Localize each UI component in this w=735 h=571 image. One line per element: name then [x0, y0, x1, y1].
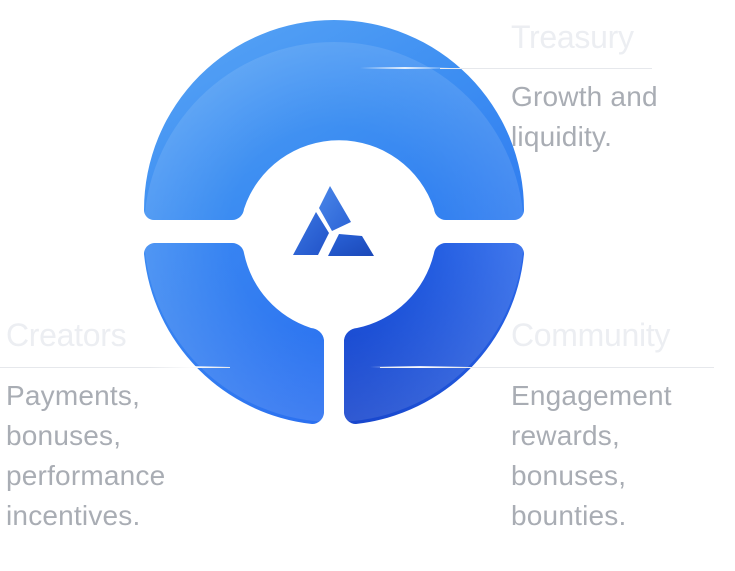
- treasury-description: Growth and liquidity.: [511, 77, 658, 157]
- creators-description-line: performance: [6, 460, 166, 491]
- creators-divider: [0, 367, 230, 368]
- community-divider: [380, 367, 714, 368]
- treasury-description-line: Growth and: [511, 81, 658, 112]
- creators-description-line: incentives.: [6, 500, 141, 531]
- creators-description-line: Payments,: [6, 380, 141, 411]
- community-description-line: bounties.: [511, 500, 627, 531]
- community-description-line: Engagement: [511, 380, 672, 411]
- creators-description-line: bonuses,: [6, 420, 122, 451]
- creators-title: Creators: [6, 317, 127, 353]
- treasury-title: Treasury: [511, 19, 634, 55]
- community-description-line: bonuses,: [511, 460, 627, 491]
- triangle-logo-icon: [293, 186, 374, 256]
- community-title: Community: [511, 317, 671, 353]
- community-description-line: rewards,: [511, 420, 620, 451]
- treasury-divider: [440, 68, 652, 69]
- treasury-description-line: liquidity.: [511, 121, 613, 152]
- community-description: Engagement rewards, bonuses, bounties.: [511, 376, 672, 536]
- creators-description: Payments, bonuses, performance incentives.: [6, 376, 165, 536]
